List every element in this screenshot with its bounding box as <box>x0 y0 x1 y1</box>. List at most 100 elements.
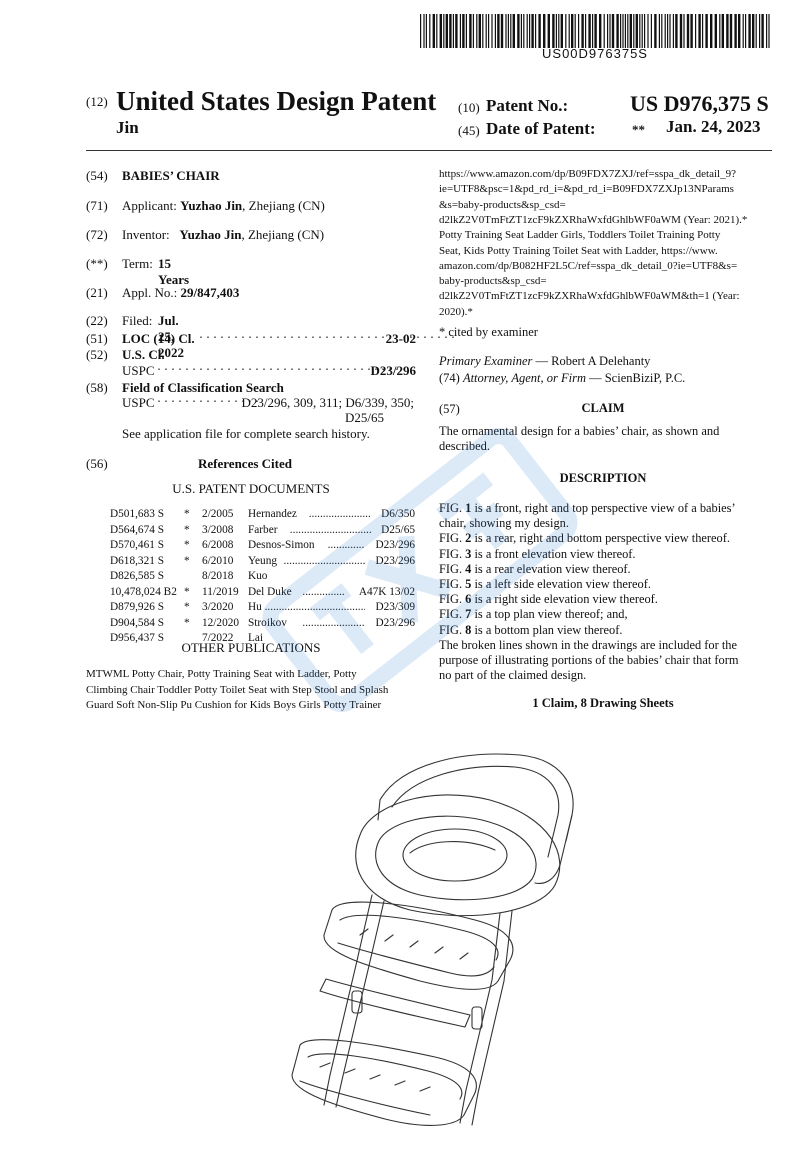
reference-star: * <box>184 539 190 551</box>
description-line: FIG. 2 is a rear, right and bottom persp… <box>439 531 730 546</box>
ladder-left-rail <box>323 894 373 1106</box>
figure-number: 2 <box>465 531 472 546</box>
reference-no: D826,585 S <box>110 570 164 582</box>
patent-number: US D976,375 S <box>630 91 769 116</box>
code-10: (10) <box>458 100 480 115</box>
description-line: FIG. 3 is a front elevation view thereof… <box>439 546 636 561</box>
code-45: (45) <box>458 123 480 138</box>
field-51: (51)LOC (14) Cl. .......................… <box>86 331 458 346</box>
reference-leader-dots: ........................................… <box>308 508 372 520</box>
barcode <box>420 14 770 48</box>
reference-no: D570,461 S <box>110 539 164 551</box>
reference-date: 7/2022 <box>202 632 234 644</box>
description-line: FIG. 5 is a left side elevation view the… <box>439 577 651 591</box>
barcode-number: US00D976375S <box>542 46 648 61</box>
reference-date: 3/2020 <box>202 601 234 613</box>
header-inventor: Jin <box>116 118 139 137</box>
field-71: (71)Applicant: Yuzhao Jin, Zhejiang (CN) <box>86 198 325 213</box>
reference-name: Kuo <box>248 570 268 582</box>
reference-leader-dots: ........................................… <box>302 585 345 598</box>
description-line: FIG. 8 is a bottom plan view thereof. <box>439 622 623 637</box>
other-publication-line: Guard Soft Non-Slip Pu Cushion for Kids … <box>86 699 382 711</box>
reference-star: * <box>184 554 190 567</box>
description-line: FIG. 1 is a front, right and top perspec… <box>439 501 736 515</box>
reference-cls: D25/65 <box>381 523 415 536</box>
description-line: no part of the claimed design. <box>439 668 587 683</box>
reference-cls: D23/296 <box>375 616 415 629</box>
document-type-title: United States Design Patent <box>116 86 437 116</box>
reference-no: D904,584 S <box>110 616 164 629</box>
reference-cls: D23/296 <box>375 554 415 567</box>
reference-star: * <box>184 601 190 613</box>
reference-star: * <box>184 523 190 536</box>
cited-by-examiner-note: * cited by examiner <box>439 325 538 339</box>
description-line: FIG. 4 is a rear elevation view thereof. <box>439 561 631 576</box>
upper-step <box>323 901 514 990</box>
figure-number: 7 <box>465 607 472 622</box>
header-rule <box>86 150 772 151</box>
publication-line: Potty Training Seat Ladder Girls, Toddle… <box>439 229 721 242</box>
reference-no: D564,674 S <box>110 523 164 536</box>
reference-star: * <box>184 616 190 629</box>
reference-name: Hernandez <box>248 508 297 520</box>
description-line: FIG. 7 is a top plan view thereof; and, <box>439 607 628 622</box>
claim-line: described. <box>439 439 491 453</box>
reference-date: 6/2008 <box>202 539 234 551</box>
reference-name: Hu <box>248 601 262 613</box>
description-line: FIG. 6 is a right side elevation view th… <box>439 592 658 607</box>
figure-number: 1 <box>465 501 472 515</box>
figure-number: 8 <box>465 622 472 637</box>
reference-name: Desnos-Simon <box>248 539 315 551</box>
reference-leader-dots: ........................................… <box>264 601 365 613</box>
publication-line: https://www.amazon.com/dp/B09FDX7ZXJ/ref… <box>439 168 736 180</box>
figure-number: 3 <box>465 546 472 561</box>
date-of-patent-label: Date of Patent: <box>486 119 596 138</box>
reference-date: 12/2020 <box>202 616 240 629</box>
backrest-outline <box>379 753 574 884</box>
seat-outline <box>355 794 561 917</box>
reference-leader-dots: ........................................… <box>283 554 365 567</box>
reference-name: Stroikov <box>248 616 287 629</box>
attorney-agent: (74) Attorney, Agent, or Firm — ScienBiz… <box>439 371 686 385</box>
reference-date: 3/2008 <box>202 523 234 536</box>
seat-opening <box>402 828 508 882</box>
field-56: (56)References Cited <box>86 456 292 471</box>
figure-number: 5 <box>465 577 472 591</box>
figure-number: 4 <box>465 561 472 576</box>
description-title: DESCRIPTION <box>559 471 647 485</box>
field-52-uspc: USPC ...................................… <box>122 363 416 378</box>
reference-no: D956,437 S <box>110 632 164 644</box>
claim-line: The ornamental design for a babies’ chai… <box>439 424 720 438</box>
publication-line: amazon.com/dp/B082HF2L5C/ref=sspa_dk_det… <box>439 259 738 272</box>
description-line: chair, showing my design. <box>439 516 569 531</box>
patent-number-label: Patent No.: <box>486 96 569 115</box>
claim-title: CLAIM <box>581 401 625 415</box>
field-term: (**)Term:15 Years <box>86 256 190 287</box>
reference-date: 2/2005 <box>202 508 234 520</box>
date-star: ** <box>632 122 645 137</box>
publication-line: 2020).* <box>439 305 473 318</box>
date-of-patent: Jan. 24, 2023 <box>666 117 761 136</box>
reference-leader-dots: ........................................… <box>327 539 365 551</box>
reference-no: D879,926 S <box>110 601 164 613</box>
primary-examiner: Primary Examiner — Robert A Delehanty <box>439 354 651 368</box>
other-publication-line: Climbing Chair Toddler Potty Toilet Seat… <box>86 683 389 696</box>
field-72: (72)Inventor: Yuzhao Jin, Zhejiang (CN) <box>86 227 325 242</box>
reference-name: Farber <box>248 523 278 536</box>
reference-date: 6/2010 <box>202 554 234 567</box>
field-58-uspc: USPC ............... D23/296, 309, 311; … <box>122 395 414 410</box>
publication-line: ie=UTF8&psc=1&pd_rd_i=&pd_rd_i=B09FDX7ZX… <box>439 183 734 196</box>
field-58: (58)Field of Classification Search <box>86 380 284 395</box>
other-publications-title: OTHER PUBLICATIONS <box>181 640 321 655</box>
reference-leader-dots: ........................................… <box>302 616 365 629</box>
publication-line: &s=baby-products&sp_csd= <box>439 198 566 211</box>
us-patent-documents-title: U.S. PATENT DOCUMENTS <box>172 481 330 496</box>
claim-code: (57) <box>439 402 460 416</box>
reference-cls: D6/350 <box>381 508 415 520</box>
field-22: (22)Filed:Jul. 25, 2022 <box>86 313 184 360</box>
reference-no: 10,478,024 B2 <box>110 585 177 598</box>
reference-name: Lai <box>248 632 264 644</box>
publication-line: d2lkZ2V0TmFtZT1zcF9kZXRhaWxfdGhlbWF0aWM … <box>439 213 748 226</box>
field-58-note: See application file for complete search… <box>122 426 370 441</box>
description-line: The broken lines shown in the drawings a… <box>439 637 737 652</box>
